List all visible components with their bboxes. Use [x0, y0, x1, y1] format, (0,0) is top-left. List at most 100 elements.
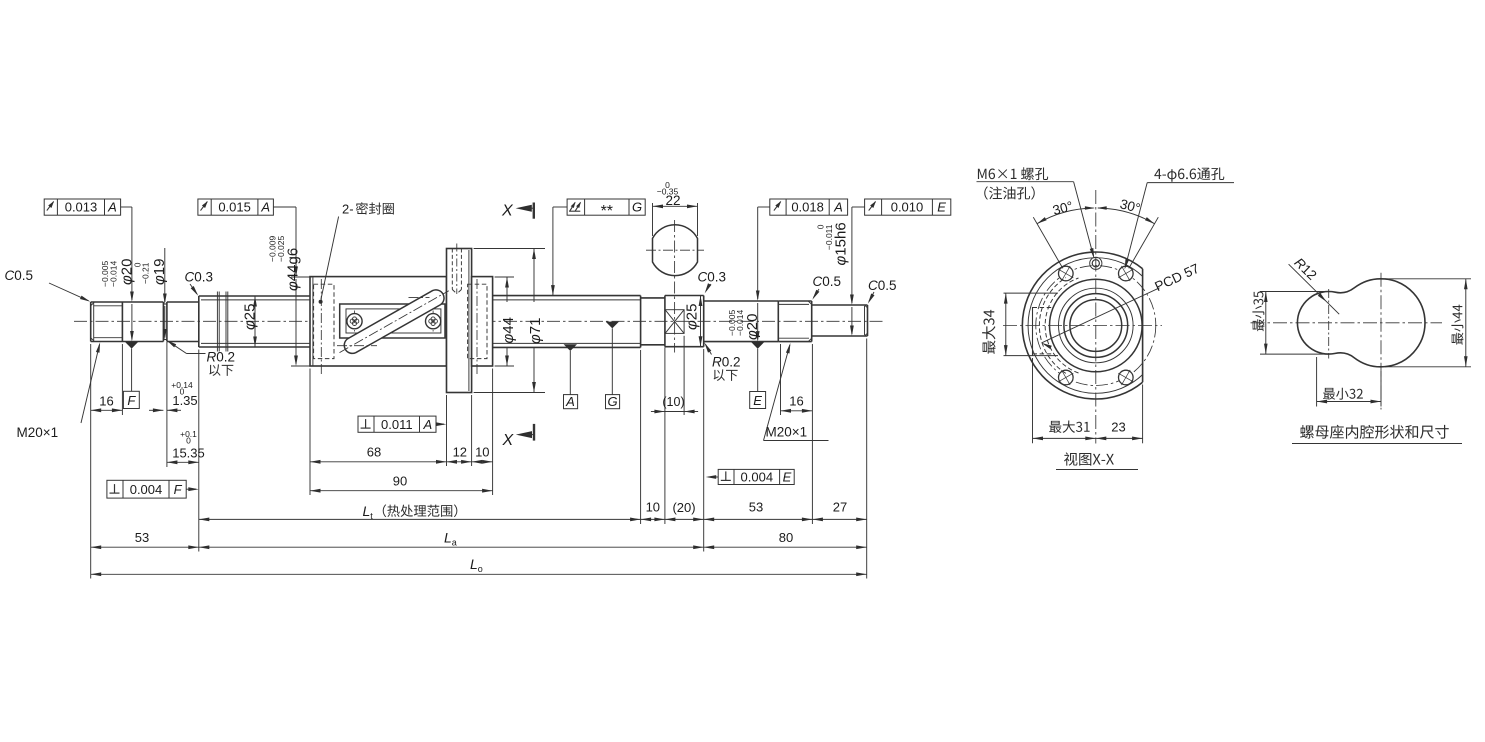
tol: +0.1 [180, 429, 197, 439]
label: A [260, 200, 270, 215]
label [1049, 420, 1090, 433]
label: E [783, 469, 792, 484]
return-tube [343, 289, 445, 355]
dim-value: 22 [665, 193, 680, 208]
label: 0.015 [218, 200, 251, 215]
label: 0.010 [891, 200, 924, 215]
chamfer-label: C0.3 [698, 270, 727, 285]
label: A [107, 200, 117, 215]
datum-A: A [565, 394, 575, 409]
section-profile [651, 224, 699, 277]
chamfer-label: C0.5 [868, 278, 897, 293]
label [982, 309, 996, 354]
dia-label: φ20 [744, 314, 761, 340]
label [382, 504, 458, 518]
label: 80 [779, 530, 793, 545]
angle-label: 30° [1118, 196, 1142, 216]
label: 53 [749, 500, 763, 515]
dia-label: φ25 [684, 304, 701, 330]
label: ** [601, 203, 613, 220]
label: 15.35 [172, 446, 205, 461]
tol: −0.005 [100, 260, 110, 287]
seal-note: 2- [342, 202, 354, 217]
view-caption [1064, 452, 1114, 466]
label: 23 [1111, 420, 1125, 435]
fillet-label: R12 [1291, 255, 1319, 283]
dia-label: φ44 [500, 317, 517, 343]
label: 53 [135, 530, 149, 545]
label: 10 [475, 445, 489, 460]
drawing-geometry [43, 181, 1471, 579]
label: 16 [99, 394, 113, 409]
label [713, 369, 738, 381]
dim-value: Lt [363, 503, 374, 521]
label: 12 [453, 445, 467, 460]
bolt-circle [1035, 265, 1157, 386]
tol: 0 [180, 386, 185, 396]
label: E [937, 200, 946, 215]
label: (20) [672, 500, 695, 515]
section-mark: X [502, 432, 515, 449]
thread-callout: M20×1 [766, 425, 808, 440]
dia-label: φ20 [119, 259, 136, 285]
label [984, 186, 1035, 200]
label [977, 167, 1049, 181]
dia-label: φ15h6 [833, 222, 850, 265]
tol: 0 [665, 180, 670, 190]
label: A [422, 417, 432, 432]
dia-label: φ71 [527, 318, 544, 344]
tol: −0.014 [735, 309, 745, 336]
nut-flange [445, 247, 473, 394]
label [355, 202, 394, 215]
label: 1.35 [172, 393, 197, 408]
fillet-label: R0.2 [712, 354, 741, 369]
dia-label: φ19 [151, 259, 168, 285]
dim-value: Lo [470, 556, 483, 574]
tol: +0.14 [171, 380, 193, 390]
chamfer-label: C0.5 [5, 268, 34, 283]
tol: −0.005 [727, 309, 737, 336]
label: 68 [367, 445, 381, 460]
oil-hole [1091, 259, 1101, 268]
oil-hole [1089, 256, 1103, 270]
dia-label: φ44g6 [285, 248, 302, 291]
dim-value: La [444, 529, 457, 547]
datum-G: G [607, 394, 617, 409]
fillet-label: R0.2 [207, 349, 236, 364]
label: 0.004 [130, 482, 163, 497]
label: 27 [833, 500, 847, 515]
label: A [833, 200, 843, 215]
tol: 0 [133, 262, 143, 267]
label [1154, 167, 1225, 182]
label: 0.011 [381, 417, 413, 432]
label [1323, 387, 1363, 400]
chamfer-label: C0.3 [185, 270, 214, 285]
dia-label: φ25 [242, 304, 259, 330]
datum-E: E [753, 393, 762, 408]
label: F [174, 482, 183, 497]
label: (10) [662, 395, 684, 409]
label: G [632, 200, 642, 215]
label: 0.004 [741, 469, 774, 484]
tol: −0.014 [108, 260, 118, 287]
label: 90 [393, 474, 407, 489]
tol: −0.35 [657, 187, 679, 197]
tol: 0 [186, 435, 191, 445]
cavity-outline [1296, 278, 1426, 368]
section-mark: X [501, 203, 514, 220]
tol: −0.21 [141, 262, 151, 284]
angle-label: 30° [1051, 198, 1075, 218]
drawing-annotations: 0.013 A 0.015 A ** G 0.018 A 0.010 E 0.0… [5, 167, 1464, 574]
label: 10 [646, 500, 660, 515]
tol: −0.009 [268, 235, 278, 262]
tol: −0.011 [824, 224, 834, 250]
chamfer-label: C0.5 [813, 274, 842, 289]
label: 0.013 [65, 200, 98, 215]
thread-callout: M20×1 [17, 425, 59, 440]
label: 16 [789, 394, 803, 409]
tol: 0 [816, 224, 826, 229]
label [1451, 304, 1464, 345]
pcd-label: PCD 57 [1152, 261, 1201, 295]
tol: −0.025 [276, 235, 286, 262]
